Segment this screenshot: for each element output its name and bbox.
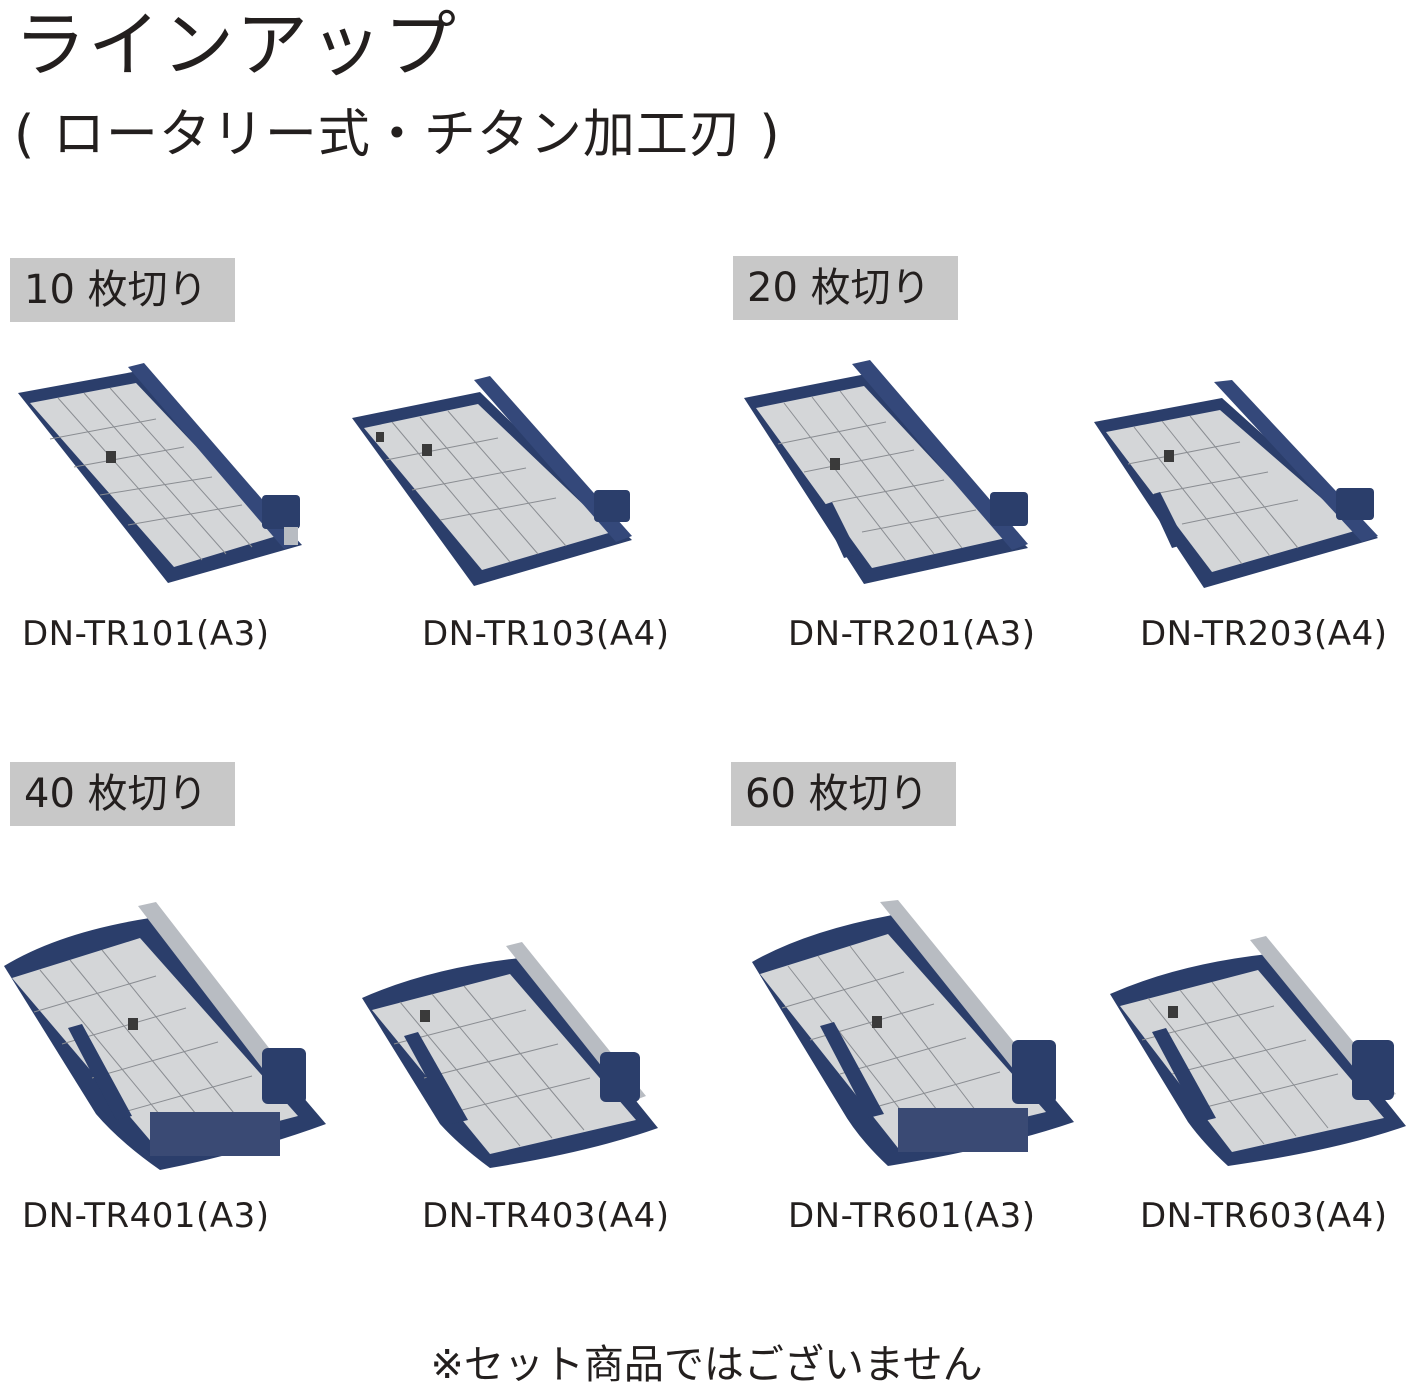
product-image-tr203	[1092, 380, 1382, 590]
group-label-40: 40 枚切り	[10, 762, 235, 826]
group-label-60: 60 枚切り	[731, 762, 956, 826]
model-name: DN-TR201(A3)	[788, 614, 1036, 654]
model-name: DN-TR203(A4)	[1140, 614, 1388, 654]
model-name: DN-TR403(A4)	[422, 1196, 670, 1236]
product-image-tr603	[1108, 936, 1408, 1168]
product-image-tr403	[360, 940, 660, 1170]
product-image-tr401	[0, 902, 330, 1172]
model-name: DN-TR603(A4)	[1140, 1196, 1388, 1236]
product-image-tr601	[748, 900, 1078, 1168]
product-image-tr101	[10, 355, 310, 595]
model-name: DN-TR601(A3)	[788, 1196, 1036, 1236]
footnote: ※セット商品ではございません	[430, 1342, 983, 1388]
model-name: DN-TR103(A4)	[422, 614, 670, 654]
model-name: DN-TR401(A3)	[22, 1196, 270, 1236]
model-name: DN-TR101(A3)	[22, 614, 270, 654]
page-subtitle: ( ロータリー式・チタン加工刃 )	[14, 105, 781, 165]
page-title: ラインアップ	[14, 3, 459, 87]
group-label-20: 20 枚切り	[733, 256, 958, 320]
product-image-tr201	[740, 358, 1030, 588]
product-image-tr103	[350, 372, 635, 592]
group-label-10: 10 枚切り	[10, 258, 235, 322]
